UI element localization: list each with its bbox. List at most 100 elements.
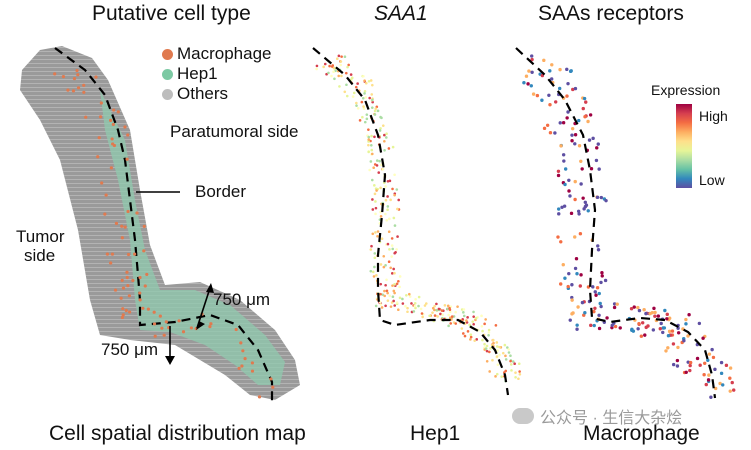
saa1-dot — [372, 166, 375, 169]
saa1-dot — [375, 159, 379, 162]
receptor-dot — [556, 169, 561, 173]
receptor-dot — [653, 310, 657, 315]
macrophage-dot — [143, 284, 147, 288]
macrophage-dot — [239, 341, 243, 345]
macrophage-dot — [98, 115, 103, 119]
saa1-dot — [496, 363, 500, 367]
receptor-dot — [596, 244, 600, 248]
saa1-dot — [388, 294, 392, 298]
saa1-dot — [485, 360, 489, 363]
saa1-dot — [379, 215, 383, 218]
saa1-dot — [433, 314, 437, 317]
receptor-dot — [594, 158, 599, 163]
receptor-dot — [566, 284, 570, 289]
macrophage-dot — [109, 261, 113, 265]
receptor-dot — [524, 74, 529, 78]
receptor-dot — [666, 346, 670, 350]
saa1-dot — [369, 248, 373, 251]
macrophage-dot — [71, 89, 76, 93]
saa1-dot — [509, 354, 512, 358]
macrophage-dot — [240, 364, 244, 368]
saa1-dot — [372, 275, 376, 278]
saa1-dot — [428, 314, 431, 318]
legend-item-macrophage: Macrophage — [162, 44, 272, 64]
macrophage-dot — [53, 72, 57, 76]
macrophage-dot — [113, 288, 118, 292]
receptor-dot — [560, 205, 564, 209]
receptor-dot — [728, 366, 733, 370]
saa1-dot — [389, 305, 393, 308]
saa1-dot — [475, 338, 479, 341]
saa1-dot — [425, 302, 428, 305]
receptor-dot — [571, 87, 575, 92]
saa1-dot — [397, 279, 400, 283]
saa1-dot — [379, 115, 382, 119]
scale-label-right: 750 μm — [213, 290, 271, 309]
receptor-dot — [573, 266, 578, 271]
saa1-dot — [383, 148, 386, 152]
receptor-dot — [604, 198, 608, 203]
macrophage-dot — [152, 310, 156, 314]
saa1-dot — [379, 127, 382, 130]
receptor-dot — [593, 306, 597, 310]
macrophage-dot — [142, 224, 146, 228]
macrophage-dot — [131, 278, 135, 283]
saa1-dot — [494, 324, 498, 327]
receptor-dot — [701, 336, 705, 340]
saa1-dot — [371, 83, 374, 87]
receptor-dot — [586, 119, 590, 124]
saa1-dot — [337, 54, 341, 58]
saa1-dot — [371, 270, 375, 274]
receptor-dot — [580, 300, 585, 305]
macrophage-dot — [123, 125, 127, 129]
macrophage-dot — [76, 73, 80, 77]
saa1-dot — [469, 338, 472, 341]
macrophage-dot — [126, 133, 130, 137]
saa1-dot — [384, 198, 388, 202]
receptor-dot — [728, 389, 732, 393]
saa1-dot — [504, 354, 507, 358]
receptor-dot — [565, 67, 569, 72]
saa1-dot — [368, 96, 371, 100]
saa1-dot — [370, 178, 374, 182]
saa1-dot — [393, 173, 396, 177]
saa1-dot — [332, 70, 335, 74]
saa1-dot — [361, 115, 364, 119]
macrophage-dot — [271, 385, 275, 389]
saa1-dot — [504, 369, 508, 373]
wechat-icon — [512, 408, 534, 424]
saa1-dot — [369, 160, 373, 163]
legend-swatch-others — [162, 89, 173, 100]
saa1-dot — [340, 55, 343, 58]
saa1-dot — [487, 333, 490, 337]
saa1-dot — [509, 359, 512, 363]
saa1-dot — [463, 334, 467, 338]
receptor-dot — [661, 330, 665, 335]
macrophage-dot — [121, 286, 126, 290]
saa1-dot — [461, 332, 465, 335]
cell-type-legend: Macrophage Hep1 Others — [162, 44, 272, 104]
saa1-dot — [376, 230, 380, 233]
saa1-dot — [343, 90, 347, 94]
saa1-dot — [363, 92, 366, 95]
saa1-dot — [362, 74, 365, 78]
receptor-dot — [562, 204, 567, 208]
saa1-dot — [447, 313, 450, 317]
saa1-dot — [406, 306, 409, 310]
macrophage-dot — [114, 221, 119, 226]
middle-panel-caption: Hep1 — [410, 422, 461, 445]
saa1-dot — [382, 254, 386, 258]
macrophage-dot — [138, 298, 142, 302]
saa1-dot — [330, 65, 334, 68]
macrophage-dot — [237, 366, 241, 370]
saa1-dot — [461, 318, 464, 321]
receptor-dot — [718, 381, 722, 386]
border-label: Border — [195, 182, 247, 201]
saa1-dot — [406, 310, 409, 314]
macrophage-dot — [100, 181, 104, 185]
receptor-dot — [531, 92, 536, 96]
receptor-dot — [550, 63, 554, 67]
receptor-dot — [711, 355, 716, 360]
saa1-dot — [388, 217, 391, 221]
macrophage-dot — [208, 324, 212, 329]
